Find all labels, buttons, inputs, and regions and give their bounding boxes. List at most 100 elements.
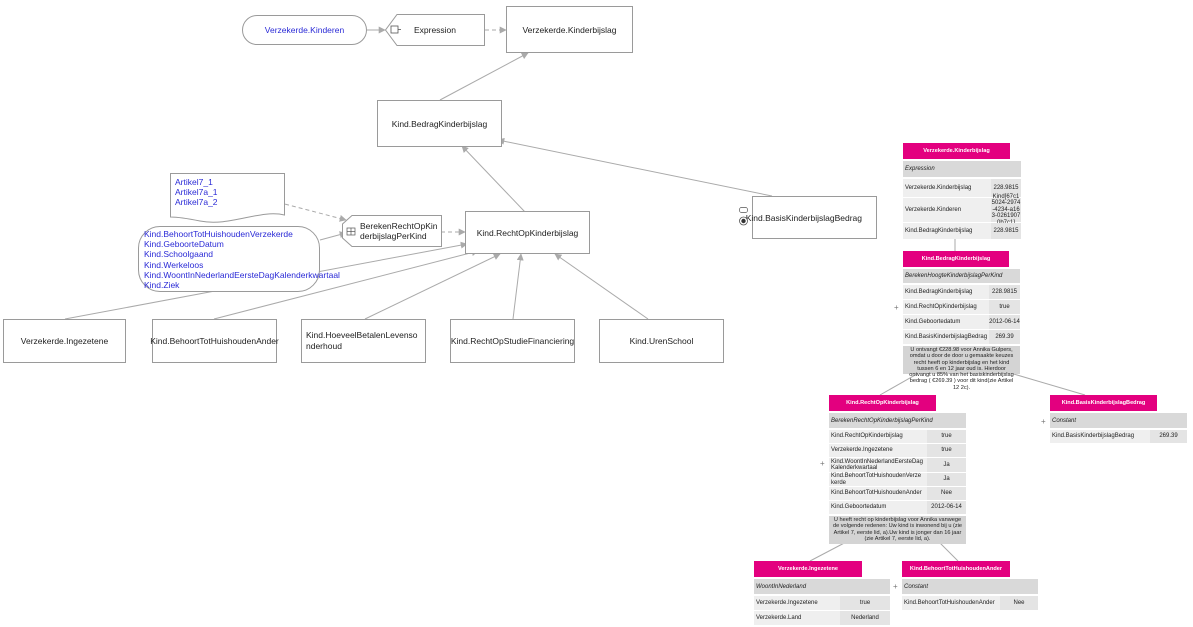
table-row-value: true xyxy=(840,596,890,610)
table-row: Kind.WoontInNederlandEersteDag Kalenderk… xyxy=(829,458,966,472)
node-label: Verzekerde.Kinderbijslag xyxy=(522,24,617,35)
table-title[interactable]: Kind.BehoortTotHuishoudenAnder xyxy=(902,561,1010,577)
article-link[interactable]: Artikel7_1 xyxy=(175,177,213,187)
node-kind-behoort-tot-huishouden-ander[interactable]: Kind.BehoortTotHuishoudenAnder xyxy=(150,319,279,363)
article-link[interactable]: Artikel7a_1 xyxy=(175,187,218,198)
table-row-key: Verzekerde.Ingezetene xyxy=(754,596,840,610)
node-kind-hoeveel-betalen[interactable]: Kind.HoeveelBetalenLevensonderhoud xyxy=(301,319,426,363)
table-row-value: Kind[67c15024-2974-4234-a163-0261907 0b7… xyxy=(991,194,1021,226)
node-label: Kind.BasisKinderbijslagBedrag xyxy=(745,212,862,223)
node-label: Verzekerde.Kinderen xyxy=(264,25,345,35)
table-row-key: Kind.BehoortTotHuishoudenVerze kerde xyxy=(829,473,927,486)
inputs-list: Kind.BehoortTotHuishoudenVerzekerde Kind… xyxy=(144,229,340,290)
table-row-value: 269.39 xyxy=(1150,430,1187,443)
articles-list: Artikel7_1 Artikel7a_1 Artikel7a_2 xyxy=(175,177,218,208)
node-label: BerekenRechtOpKinderbijslagPerKind xyxy=(360,221,438,241)
table-row-value: Nee xyxy=(1000,596,1038,610)
table-rule-name: WoontInNederland xyxy=(754,579,890,594)
table-row-key: Verzekerde.Land xyxy=(754,611,840,625)
node-expression[interactable]: Expression xyxy=(384,14,485,46)
node-label: Verzekerde.Ingezetene xyxy=(20,336,109,346)
table-row-value: Nederland xyxy=(840,611,890,625)
table-row-value: 228.9815 xyxy=(991,179,1021,197)
table-title[interactable]: Verzekerde.Ingezetene xyxy=(754,561,862,577)
input-link[interactable]: Kind.Schoolgaand xyxy=(144,249,214,260)
table-row-key: Kind.BedragKinderbijslag xyxy=(903,223,991,239)
node-bereken-recht[interactable]: BerekenRechtOpKinderbijslagPerKind xyxy=(342,215,442,247)
table-row-value: true xyxy=(927,444,966,457)
table-row-key: Kind.BedragKinderbijslag xyxy=(903,285,989,299)
node-label: Kind.BehoortTotHuishoudenAnder xyxy=(150,336,279,346)
constant-icon xyxy=(739,207,749,232)
input-link[interactable]: Kind.WoontInNederlandEersteDagKalenderkw… xyxy=(144,269,340,280)
table-row: Verzekerde.KinderenKind[67c15024-2974-42… xyxy=(903,194,1021,226)
table-row-value: 2012-06-14 xyxy=(989,315,1020,329)
articles-document[interactable] xyxy=(170,173,285,225)
decision-shape xyxy=(342,215,442,247)
input-link[interactable]: Kind.GeboorteDatum xyxy=(144,239,224,250)
node-verzekerde-kinderen[interactable]: Verzekerde.Kinderen xyxy=(242,15,367,45)
table-row-value: true xyxy=(989,300,1020,314)
table-title[interactable]: Verzekerde.Kinderbijslag xyxy=(903,143,1010,159)
expand-plus-icon[interactable]: + xyxy=(820,459,825,468)
table-rule-name: Expression xyxy=(903,161,1021,177)
table-explanation: U heeft recht op kinderbijslag voor Anni… xyxy=(829,516,966,544)
document-shape xyxy=(170,173,285,223)
input-link[interactable]: Kind.BehoortTotHuishoudenVerzekerde xyxy=(144,229,293,239)
node-kind-recht-op-studie[interactable]: Kind.RechtOpStudieFinanciering xyxy=(450,319,575,363)
table-row-key: Kind.RechtOpKinderbijslag xyxy=(829,430,927,443)
table-rule-name: BerekenHoogteKinderbijslagPerKind xyxy=(903,269,1020,283)
table-row-key: Kind.BasisKinderbijslagBedrag xyxy=(903,330,989,344)
table-title[interactable]: Kind.RechtOpKinderbijslag xyxy=(829,395,936,411)
table-row-key: Kind.BehoortTotHuishoudenAnder xyxy=(829,487,927,500)
table-row-key: Kind.BehoortTotHuishoudenAnder xyxy=(902,596,1000,610)
expression-shape xyxy=(384,14,485,46)
node-verzekerde-kinderbijslag[interactable]: Verzekerde.Kinderbijslag xyxy=(506,6,633,53)
table-rule-name: Constant xyxy=(1050,413,1187,428)
table-title[interactable]: Kind.BedragKinderbijslag xyxy=(903,251,1009,267)
node-label: Kind.UrenSchool xyxy=(629,336,694,346)
table-explanation: U ontvangt €228.98 voor Annika Gulpers, … xyxy=(903,346,1020,391)
article-link[interactable]: Artikel7a_2 xyxy=(175,197,218,208)
node-verzekerde-ingezetene[interactable]: Verzekerde.Ingezetene xyxy=(3,319,126,363)
table-title[interactable]: Kind.BasisKinderbijslagBedrag xyxy=(1050,395,1157,411)
table-row-key: Kind.WoontInNederlandEersteDag Kalenderk… xyxy=(829,458,927,472)
table-row-value: 2012-06-14 xyxy=(927,501,966,514)
input-link[interactable]: Kind.Werkeloos xyxy=(144,259,204,270)
node-kind-uren-school[interactable]: Kind.UrenSchool xyxy=(599,319,724,363)
node-kind-recht-op-kinderbijslag[interactable]: Kind.RechtOpKinderbijslag xyxy=(465,211,590,254)
expand-plus-icon[interactable]: + xyxy=(1041,417,1046,426)
input-link[interactable]: Kind.Ziek xyxy=(144,280,180,291)
node-label: Kind.HoeveelBetalenLevensonderhoud xyxy=(306,330,418,351)
expand-plus-icon[interactable]: + xyxy=(894,303,899,312)
table-row-key: Verzekerde.Kinderbijslag xyxy=(903,179,991,197)
table-row-key: Kind.RechtOpKinderbijslag xyxy=(903,300,989,314)
node-kind-basis-kinderbijslag-bedrag[interactable]: Kind.BasisKinderbijslagBedrag xyxy=(746,196,877,239)
node-kind-bedrag-kinderbijslag[interactable]: Kind.BedragKinderbijslag xyxy=(377,100,502,147)
node-label: Kind.BedragKinderbijslag xyxy=(391,118,488,129)
expand-plus-icon[interactable]: + xyxy=(893,582,898,591)
node-label: Expression xyxy=(413,25,457,35)
table-row-key: Verzekerde.Kinderen xyxy=(903,198,991,222)
inputs-group[interactable] xyxy=(138,226,320,292)
table-row-value: Ja xyxy=(927,458,966,472)
table-row-key: Kind.Geboortedatum xyxy=(829,501,927,514)
table-row-key: Kind.Geboortedatum xyxy=(903,315,989,329)
table-row-key: Kind.BasisKinderbijslagBedrag xyxy=(1050,430,1150,443)
table-row-value: 228.9815 xyxy=(991,223,1021,239)
table-row-value: true xyxy=(927,430,966,443)
table-row-value: Ja xyxy=(927,473,966,486)
